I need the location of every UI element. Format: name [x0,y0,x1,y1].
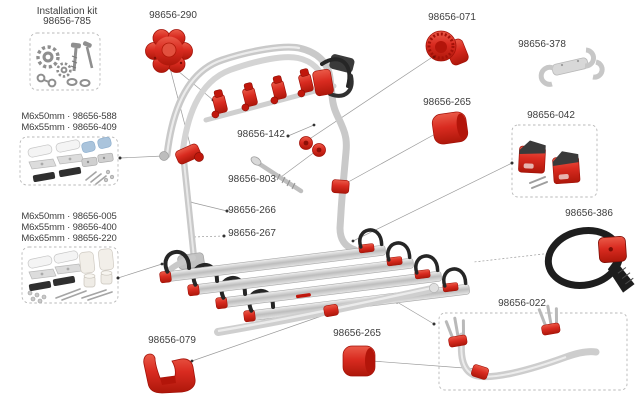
label-98656-803: 98656-803 [228,174,276,185]
label-kit-005-row1: M6x50mm · 98656-005 [21,211,117,222]
installation-kit-contents [36,41,94,88]
support-frame-box [438,312,628,391]
rail-logo [295,293,311,299]
label-installation-kit: Installation kit 98656-785 [37,7,98,26]
label-98656-266: 98656-266 [228,205,276,216]
label-98656-042: 98656-042 [527,110,575,121]
label-98656-079: 98656-079 [148,335,196,346]
label-98656-267: 98656-267 [228,228,276,239]
tube-end-cap [159,151,169,161]
leader-lines [117,57,553,370]
bolt-part-98656-803 [250,156,304,194]
end-cap-part-98656-265-lower [342,345,376,377]
strap-holder-assembly [312,54,355,98]
label-98656-378: 98656-378 [518,39,566,50]
kit-005-contents [26,248,115,304]
rack-frame [159,43,359,270]
rail-platform [155,224,473,336]
hook-bracket-part-98656-378 [538,47,605,87]
kit-588-contents [26,136,115,185]
strap-part-98656-386 [544,227,635,293]
kit-588-box [19,136,119,186]
ratchet-part-98656-071 [425,30,469,66]
label-98656-022: 98656-022 [498,298,546,309]
label-installation-kit-number: 98656-785 [43,15,91,27]
label-kit-588: M6x50mm · 98656-588 M6x55mm · 98656-409 [21,111,117,133]
label-98656-265-lower: 98656-265 [333,328,381,339]
label-kit-588-row1: M6x50mm · 98656-588 [21,111,117,122]
knob-part-98656-290 [145,29,193,73]
label-98656-386: 98656-386 [565,208,613,219]
rail-holder-part-98656-079 [143,353,196,394]
label-kit-588-row2: M6x55mm · 98656-409 [21,122,117,133]
label-98656-290: 98656-290 [149,10,197,21]
label-kit-005-row2: M6x55mm · 98656-400 [21,222,117,233]
label-kit-005: M6x50mm · 98656-005 M6x55mm · 98656-400 … [21,211,117,244]
kit-005-box [21,246,119,304]
label-kit-005-row3: M6x65mm · 98656-220 [21,233,117,244]
label-98656-265-upper: 98656-265 [423,97,471,108]
bike-block-parts-98656-042 [518,140,581,189]
bike-block-box [511,124,598,198]
label-98656-142: 98656-142 [237,129,285,140]
frame-joints [175,136,350,194]
label-98656-071: 98656-071 [428,12,476,23]
support-frame-part-98656-022 [444,304,600,381]
label-installation-kit-title: Installation kit [36,6,98,17]
end-cap-part-98656-265-upper [431,111,469,145]
